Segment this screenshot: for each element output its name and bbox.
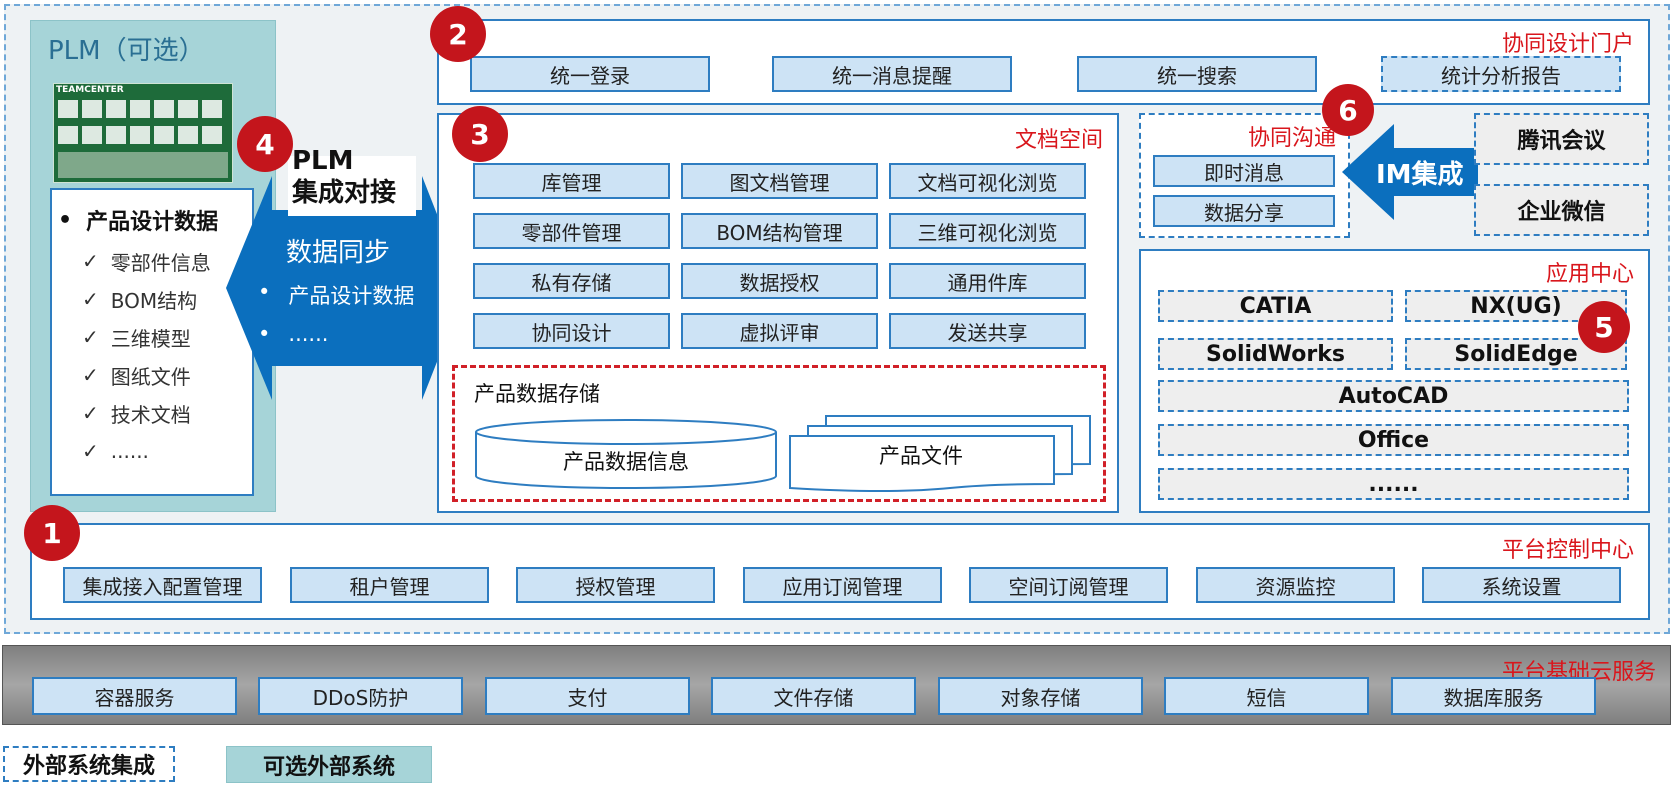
- sync-title-line2: 集成对接: [292, 178, 397, 208]
- sync-subtitle: 数据同步: [286, 238, 391, 268]
- badge-1: 1: [24, 505, 80, 561]
- db-label: 产品数据信息: [563, 450, 689, 474]
- badge-6: 6: [1322, 84, 1374, 136]
- sub-item-list: ✓ 零部件信息 ✓ BOM结构 ✓ 三维模型 ✓ 图纸文件 ✓ 技术文档 ✓......: [82, 242, 211, 470]
- app-solidworks[interactable]: SolidWorks: [1158, 338, 1393, 370]
- storage-title: 产品数据存储: [474, 382, 600, 406]
- list-item: ✓ 图纸文件: [82, 356, 211, 394]
- doc-item-3d-browse[interactable]: 三维可视化浏览: [889, 213, 1086, 249]
- list-item: ✓......: [82, 432, 211, 470]
- files-stack-icon: [789, 415, 1091, 492]
- doc-item-drawing-docs[interactable]: 图文档管理: [681, 163, 878, 199]
- list-item: ✓ BOM结构: [82, 280, 211, 318]
- app-office[interactable]: Office: [1158, 424, 1629, 456]
- sub-item-label: BOM结构: [110, 288, 198, 313]
- file-storage[interactable]: 文件存储: [711, 677, 916, 715]
- im-integration-label: IM集成: [1376, 160, 1464, 190]
- thumbnail-heading: TEAMCENTER: [56, 85, 124, 95]
- files-label: 产品文件: [879, 444, 963, 468]
- resource-monitor-button[interactable]: 资源监控: [1196, 567, 1395, 603]
- app-more[interactable]: ......: [1158, 468, 1629, 500]
- comm-title: 协同沟通: [1247, 126, 1336, 151]
- thumbnail-grid-icon: [58, 100, 228, 178]
- doc-item-common-parts[interactable]: 通用件库: [889, 263, 1086, 299]
- object-storage[interactable]: 对象存储: [938, 677, 1143, 715]
- wecom-button[interactable]: 企业微信: [1474, 184, 1649, 236]
- list-item: ✓ 零部件信息: [82, 242, 211, 280]
- database-service[interactable]: 数据库服务: [1391, 677, 1596, 715]
- sync-bullet: • 产品设计数据: [258, 280, 414, 310]
- list-item: ✓ 三维模型: [82, 318, 211, 356]
- ddos-protection[interactable]: DDoS防护: [258, 677, 463, 715]
- sync-title-line1: PLM: [292, 146, 354, 176]
- app-catia[interactable]: CATIA: [1158, 290, 1393, 322]
- badge-5: 5: [1578, 301, 1630, 353]
- sub-item-label: 零部件信息: [110, 250, 211, 275]
- doc-item-virtual-review[interactable]: 虚拟评审: [681, 313, 878, 349]
- bullet-dot: •: [58, 207, 73, 233]
- im-integration-arrow-icon: [1342, 124, 1478, 220]
- legend-external-integration: 外部系统集成: [3, 746, 175, 782]
- list-item-main: • 产品设计数据: [58, 204, 218, 236]
- license-management-button[interactable]: 授权管理: [516, 567, 715, 603]
- space-subscription-button[interactable]: 空间订阅管理: [969, 567, 1168, 603]
- doc-item-visual-browse[interactable]: 文档可视化浏览: [889, 163, 1086, 199]
- plm-data-list: • 产品设计数据 ✓ 零部件信息 ✓ BOM结构 ✓ 三维模型 ✓ 图纸文件 ✓ 技术文档…: [50, 188, 254, 496]
- sub-item-label: 图纸文件: [110, 364, 191, 389]
- sms-service[interactable]: 短信: [1164, 677, 1369, 715]
- check-icon: ✓: [82, 287, 99, 311]
- sub-item-label: ......: [110, 439, 149, 463]
- main-item-label: 产品设计数据: [86, 210, 219, 235]
- badge-2: 2: [430, 6, 486, 62]
- badge-4: 4: [237, 116, 293, 172]
- check-icon: ✓: [82, 249, 99, 273]
- unified-notification-button[interactable]: 统一消息提醒: [772, 56, 1012, 92]
- sync-bullet-label: 产品设计数据: [288, 284, 415, 308]
- statistics-report-button[interactable]: 统计分析报告: [1381, 56, 1621, 92]
- sub-item-label: 技术文档: [110, 402, 191, 427]
- doc-item-library[interactable]: 库管理: [473, 163, 670, 199]
- doc-item-private-storage[interactable]: 私有存储: [473, 263, 670, 299]
- check-icon: ✓: [82, 401, 99, 425]
- check-icon: ✓: [82, 325, 99, 349]
- sub-item-label: 三维模型: [110, 326, 191, 351]
- data-sync-arrow-icon: [226, 156, 466, 400]
- plm-title: PLM（可选）: [48, 36, 205, 66]
- doc-space-title: 文档空间: [1014, 128, 1103, 153]
- bullet-dot: •: [258, 280, 271, 304]
- legend-optional-system: 可选外部系统: [226, 746, 432, 783]
- unified-search-button[interactable]: 统一搜索: [1077, 56, 1317, 92]
- app-autocad[interactable]: AutoCAD: [1158, 380, 1629, 412]
- tenant-management-button[interactable]: 租户管理: [290, 567, 489, 603]
- control-center-title: 平台控制中心: [1501, 538, 1634, 563]
- instant-message-button[interactable]: 即时消息: [1153, 155, 1335, 187]
- teamcenter-thumbnail: TEAMCENTER: [53, 83, 233, 183]
- tencent-meeting-button[interactable]: 腾讯会议: [1474, 113, 1649, 165]
- app-center-title: 应用中心: [1545, 262, 1634, 287]
- integration-config-button[interactable]: 集成接入配置管理: [63, 567, 262, 603]
- container-service[interactable]: 容器服务: [32, 677, 237, 715]
- app-subscription-button[interactable]: 应用订阅管理: [743, 567, 942, 603]
- sync-bullet: •......: [258, 322, 328, 346]
- database-cylinder-icon: [475, 419, 777, 489]
- sync-bullet-label: ......: [288, 322, 329, 346]
- doc-item-send-share[interactable]: 发送共享: [889, 313, 1086, 349]
- system-settings-button[interactable]: 系统设置: [1422, 567, 1621, 603]
- doc-item-parts[interactable]: 零部件管理: [473, 213, 670, 249]
- check-icon: ✓: [82, 363, 99, 387]
- portal-title: 协同设计门户: [1501, 32, 1634, 57]
- check-icon: ✓: [82, 439, 99, 463]
- payment-service[interactable]: 支付: [485, 677, 690, 715]
- bullet-dot: •: [258, 322, 271, 346]
- doc-item-bom[interactable]: BOM结构管理: [681, 213, 878, 249]
- unified-login-button[interactable]: 统一登录: [470, 56, 710, 92]
- data-share-button[interactable]: 数据分享: [1153, 195, 1335, 227]
- doc-item-data-auth[interactable]: 数据授权: [681, 263, 878, 299]
- doc-item-collab-design[interactable]: 协同设计: [473, 313, 670, 349]
- list-item: ✓ 技术文档: [82, 394, 211, 432]
- badge-3: 3: [452, 106, 508, 162]
